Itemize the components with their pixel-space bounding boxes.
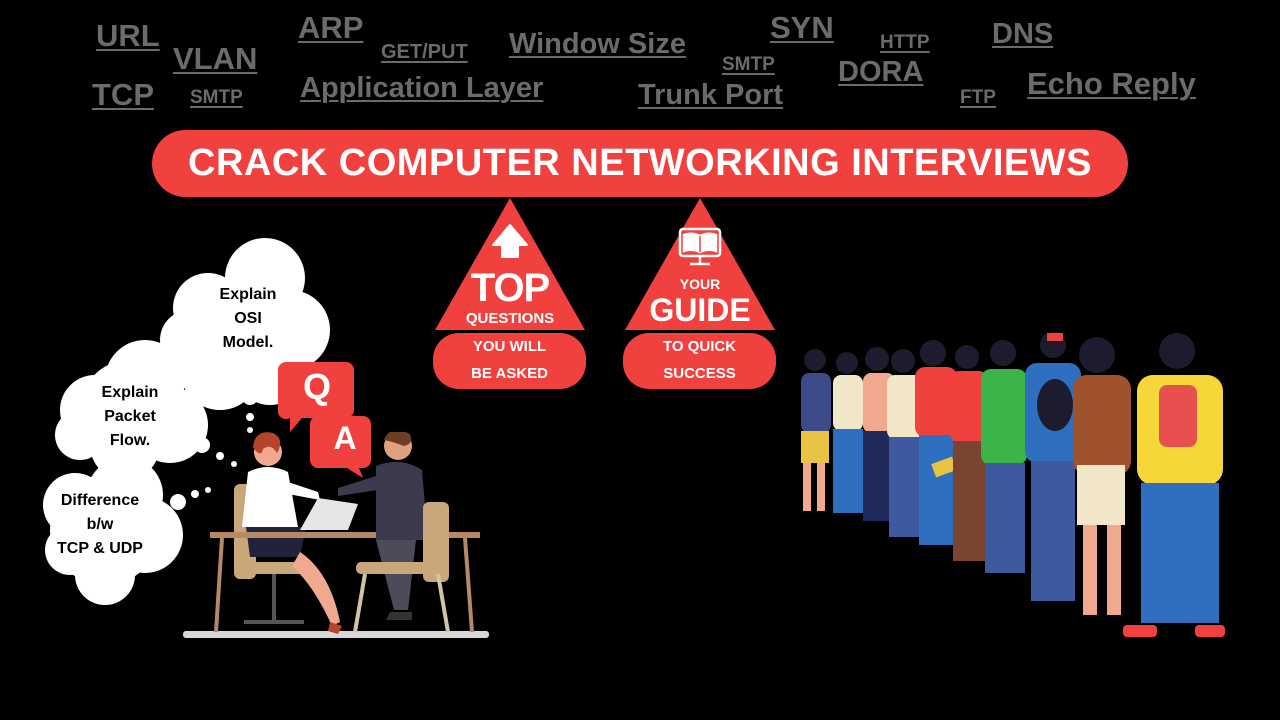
questions-label: QUESTIONS (465, 310, 555, 327)
keyword-window-size: Window Size (509, 28, 686, 60)
pill-line-1: TO QUICK (662, 338, 737, 355)
cloud-osi (160, 238, 330, 410)
keyword-application-layer: Application Layer (300, 72, 544, 104)
thought-clouds (43, 238, 330, 605)
keyword-echo-reply: Echo Reply (1027, 66, 1196, 101)
guide-label: GUIDE (649, 292, 751, 328)
your-guide-triangle (625, 198, 775, 330)
keyword-vlan: VLAN (173, 41, 258, 76)
cloud-line: Explain (219, 286, 277, 303)
cloud-line: Difference (60, 492, 140, 509)
cloud-osi-text: Explain OSI Model. (198, 283, 298, 355)
cloud-line: Explain (101, 384, 159, 401)
person (1123, 333, 1225, 637)
keyword-syn: SYN (770, 10, 834, 45)
person (887, 349, 923, 537)
person (915, 340, 957, 545)
keyword-http: HTTP (880, 32, 930, 53)
a-letter: A (333, 420, 357, 456)
cloud-tcpudp (43, 457, 183, 605)
pill-line-2: SUCCESS (663, 365, 736, 382)
cloud-packet-text: Explain Packet Flow. (80, 381, 180, 453)
top-label: TOP (470, 266, 551, 310)
keyword-smtp-right: SMTP (722, 54, 775, 75)
cloud-line: TCP & UDP (57, 540, 143, 557)
person (833, 352, 863, 513)
pill-line-2: BE ASKED (471, 365, 548, 382)
pill-line-1: YOU WILL (472, 338, 547, 355)
cloud-line: Model. (222, 334, 274, 351)
qa-bubbles (278, 362, 371, 478)
banner-title: CRACK COMPUTER NETWORKING INTERVIEWS (188, 142, 1092, 184)
top-questions-pill: YOU WILL BE ASKED (433, 333, 586, 389)
person (1073, 337, 1131, 615)
floor-line (183, 631, 489, 638)
keyword-dns: DNS (992, 18, 1054, 50)
cloud-tcpudp-text: Difference b/w TCP & UDP (45, 489, 155, 561)
people-queue-illustration (801, 332, 1225, 637)
keyword-smtp-left: SMTP (190, 87, 243, 108)
keyword-trunk-port: Trunk Port (638, 79, 784, 111)
person (801, 349, 831, 511)
keyword-get-put: GET/PUT (381, 41, 468, 63)
interview-illustration (183, 432, 489, 638)
person (951, 345, 987, 561)
up-arrow-icon (492, 224, 528, 258)
keyword-dora: DORA (838, 56, 924, 88)
cloud-line: OSI (234, 310, 262, 327)
person (1025, 332, 1081, 601)
title-banner: CRACK COMPUTER NETWORKING INTERVIEWS (152, 130, 1128, 197)
q-letter: Q (302, 366, 331, 407)
your-guide-pill: TO QUICK SUCCESS (623, 333, 776, 389)
book-monitor-icon (678, 227, 722, 266)
keyword-ftp: FTP (960, 87, 996, 108)
your-label: YOUR (679, 276, 721, 292)
top-questions-triangle (435, 198, 585, 330)
keyword-arp: ARP (298, 10, 364, 45)
cloud-line: Flow. (109, 432, 151, 449)
cloud-line: b/w (86, 516, 114, 533)
person (981, 340, 1027, 573)
keyword-url: URL (96, 18, 160, 53)
cloud-line: Packet (104, 408, 156, 425)
keyword-tcp: TCP (92, 77, 154, 112)
